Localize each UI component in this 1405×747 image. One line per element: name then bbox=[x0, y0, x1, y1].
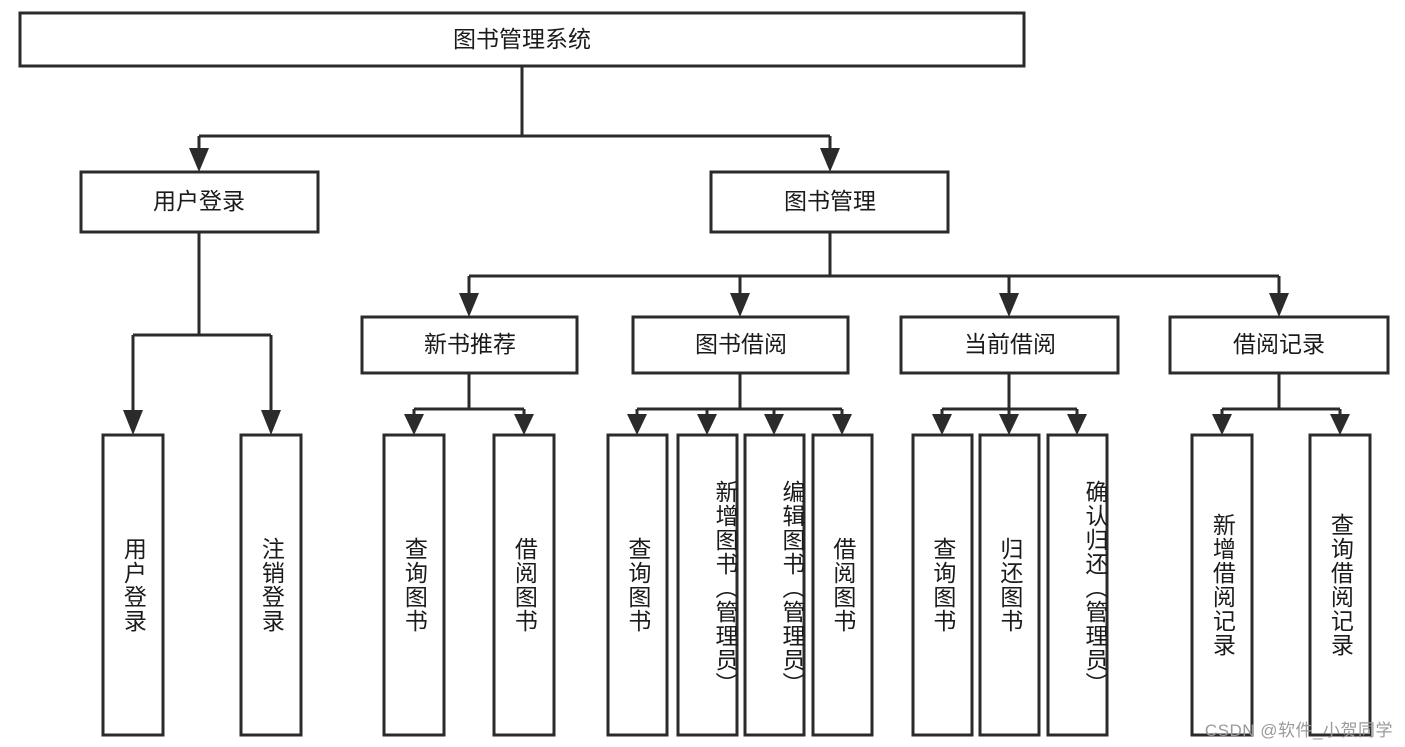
connector-group-root bbox=[189, 66, 840, 172]
arrowhead-br-leaf-2 bbox=[1330, 414, 1350, 435]
arrowhead-leaf-user-login-1 bbox=[123, 410, 143, 435]
arrowhead-nbr-leaf-2 bbox=[514, 414, 534, 435]
leaf-rect-user-login-1[interactable] bbox=[101, 433, 165, 737]
node-root-rect[interactable] bbox=[18, 11, 1026, 68]
leaf-rect-user-login-2[interactable] bbox=[239, 433, 303, 737]
leaf-rect-cb-3[interactable] bbox=[1046, 433, 1109, 737]
node-user-login-rect[interactable] bbox=[79, 170, 320, 234]
leaf-rect-bb-3[interactable] bbox=[743, 433, 806, 737]
node-book-borrow[interactable]: 图书借阅 bbox=[631, 315, 850, 375]
arrowhead-user-login bbox=[189, 148, 209, 172]
arrowhead-book-borrow bbox=[730, 293, 750, 317]
arrowhead-bb-leaf-1 bbox=[627, 414, 647, 435]
leaf-rect-bb-4[interactable] bbox=[811, 433, 874, 737]
arrowhead-new-book-recommend bbox=[459, 293, 479, 317]
connector-group-new-book-recommend bbox=[404, 373, 534, 435]
node-user-login[interactable]: 用户登录 bbox=[79, 170, 320, 234]
arrowhead-cb-leaf-1 bbox=[932, 414, 952, 435]
arrowhead-cb-leaf-3 bbox=[1067, 414, 1087, 435]
arrowhead-bb-leaf-3 bbox=[764, 414, 784, 435]
connector-group-book-borrow bbox=[627, 373, 852, 435]
connector-group-book-manage bbox=[459, 232, 1289, 317]
arrowhead-book-manage bbox=[820, 148, 840, 172]
arrowhead-bb-leaf-4 bbox=[832, 414, 852, 435]
node-root-label: 图书管理系统 bbox=[453, 26, 591, 52]
node-root[interactable]: 图书管理系统 bbox=[18, 11, 1026, 68]
node-current-borrow[interactable]: 当前借阅 bbox=[899, 315, 1120, 375]
node-new-book-recommend-rect[interactable] bbox=[360, 315, 579, 375]
node-book-manage-label: 图书管理 bbox=[784, 188, 876, 214]
node-book-borrow-label: 图书借阅 bbox=[695, 331, 787, 357]
leaf-rect-nbr-2[interactable] bbox=[492, 433, 556, 737]
arrowhead-nbr-leaf-1 bbox=[404, 414, 424, 435]
connector-group-user-login bbox=[123, 232, 281, 435]
csdn-watermark: CSDN @软件_小贺同学 bbox=[1204, 721, 1393, 740]
arrowhead-br-leaf-1 bbox=[1212, 414, 1232, 435]
arrowhead-borrow-record bbox=[1269, 293, 1289, 317]
node-borrow-record-label: 借阅记录 bbox=[1233, 331, 1325, 357]
node-book-manage[interactable]: 图书管理 bbox=[709, 170, 950, 234]
node-current-borrow-label: 当前借阅 bbox=[964, 331, 1056, 357]
leaf-rect-nbr-1[interactable] bbox=[382, 433, 446, 737]
node-current-borrow-rect[interactable] bbox=[899, 315, 1120, 375]
node-user-login-label: 用户登录 bbox=[153, 188, 245, 214]
node-book-manage-rect[interactable] bbox=[709, 170, 950, 234]
leaf-rect-cb-1[interactable] bbox=[911, 433, 974, 737]
leaf-rect-bb-1[interactable] bbox=[606, 433, 669, 737]
node-borrow-record[interactable]: 借阅记录 bbox=[1168, 315, 1390, 375]
arrowhead-bb-leaf-2 bbox=[697, 414, 717, 435]
leaf-rect-cb-2[interactable] bbox=[978, 433, 1041, 737]
node-book-borrow-rect[interactable] bbox=[631, 315, 850, 375]
node-borrow-record-rect[interactable] bbox=[1168, 315, 1390, 375]
leaf-boxes bbox=[101, 433, 1372, 737]
connector-group-current-borrow bbox=[932, 373, 1087, 435]
node-new-book-recommend[interactable]: 新书推荐 bbox=[360, 315, 579, 375]
leaf-rect-bb-2[interactable] bbox=[676, 433, 739, 737]
leaf-rect-br-2[interactable] bbox=[1308, 433, 1372, 737]
arrowhead-leaf-user-login-2 bbox=[261, 410, 281, 435]
arrowhead-current-borrow bbox=[999, 293, 1019, 317]
connector-group-borrow-record bbox=[1212, 373, 1350, 435]
arrowhead-cb-leaf-2 bbox=[999, 414, 1019, 435]
leaf-rect-br-1[interactable] bbox=[1190, 433, 1254, 737]
node-new-book-recommend-label: 新书推荐 bbox=[424, 331, 516, 357]
